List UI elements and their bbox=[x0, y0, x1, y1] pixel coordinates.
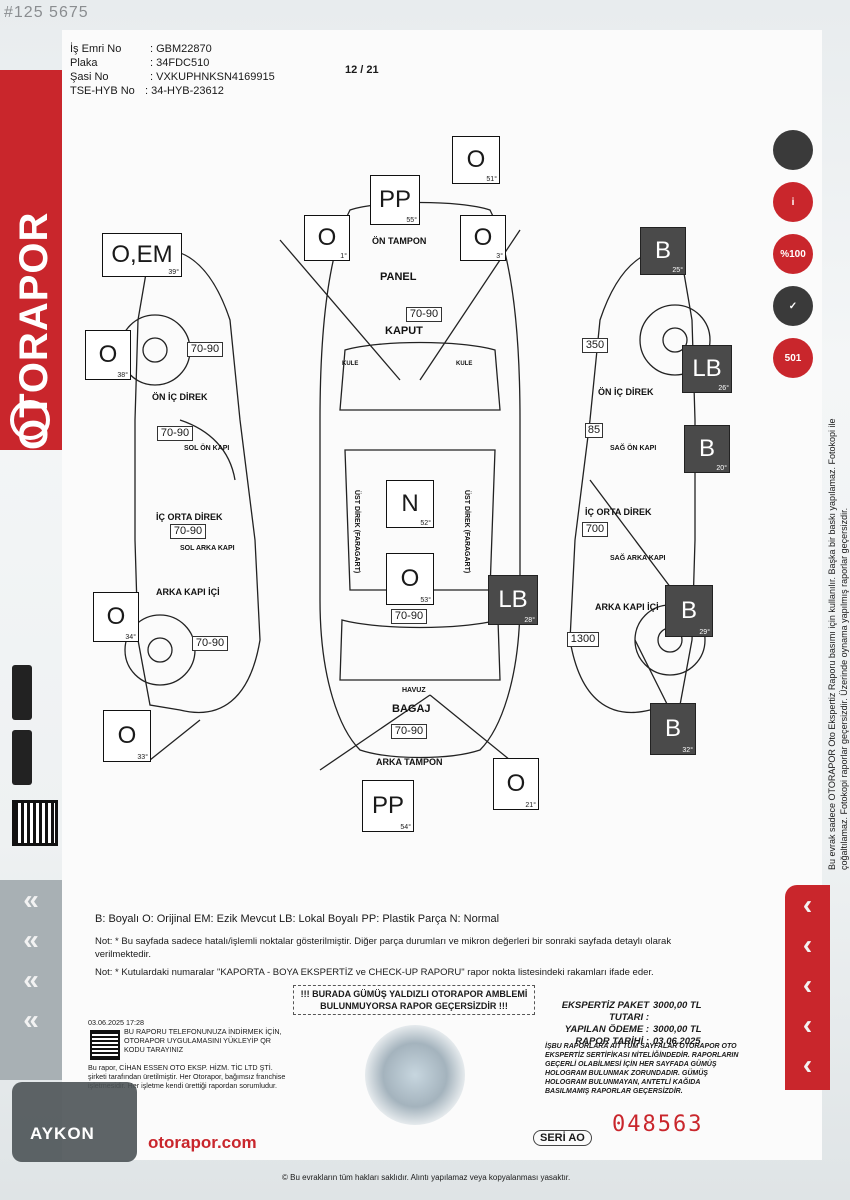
label-arka-tampon: ARKA TAMPON bbox=[376, 757, 443, 767]
value-right-rear: 1300 bbox=[567, 632, 599, 647]
seri-badge: SERİ AO bbox=[533, 1130, 592, 1146]
app-store-badges bbox=[12, 665, 32, 795]
chevron-icon: ‹ bbox=[785, 1045, 830, 1085]
app-store-icon[interactable] bbox=[12, 665, 32, 720]
header-row: TSE-HYB No: 34-HYB-23612 bbox=[70, 84, 275, 98]
value-bagaj: 70-90 bbox=[391, 724, 427, 739]
payment-row: YAPILAN ÖDEME :3000,00 TL bbox=[545, 1024, 702, 1036]
chevron-icon: « bbox=[0, 920, 62, 960]
chevron-icon: « bbox=[0, 960, 62, 1000]
chevron-icon: ‹ bbox=[785, 925, 830, 965]
label-sol-arka-kapi: SOL ARKA KAPI bbox=[180, 545, 235, 552]
value-kaput: 70-90 bbox=[406, 307, 442, 322]
payment-row: EKSPERTİZ PAKET TUTARI :3000,00 TL bbox=[545, 1000, 702, 1024]
header-row: İş Emri No: GBM22870 bbox=[70, 42, 275, 56]
label-arka-kapi-ici-left: ARKA KAPI İÇİ bbox=[156, 587, 220, 597]
page-number: 12 / 21 bbox=[345, 64, 379, 76]
left-gray-band: « « « « bbox=[0, 880, 62, 1080]
value-left-front-door: 70-90 bbox=[157, 426, 193, 441]
chevron-icon: ‹ bbox=[785, 965, 830, 1005]
google-play-icon[interactable] bbox=[12, 730, 32, 785]
label-ust-direk-right: ÜST DİREK (FARAGART) bbox=[463, 490, 472, 573]
label-havuz: HAVUZ bbox=[402, 687, 426, 694]
aykon-watermark: AYKON bbox=[30, 1124, 95, 1144]
label-ic-orta-direk-right: İÇ ORTA DİREK bbox=[585, 507, 652, 517]
listing-watermark: #125 5675 bbox=[4, 4, 89, 22]
label-kaput: KAPUT bbox=[385, 325, 423, 337]
value-left-rear: 70-90 bbox=[192, 636, 228, 651]
serial-number: 048563 bbox=[612, 1112, 703, 1137]
hologram-seal-icon bbox=[365, 1025, 465, 1125]
label-bagaj: BAGAJ bbox=[392, 703, 431, 715]
label-ust-direk-left: ÜST DİREK (FARAGART) bbox=[353, 490, 362, 573]
app-qr-icon[interactable] bbox=[12, 800, 58, 846]
header-row: Şasi No: VXKUPHNKSN4169915 bbox=[70, 70, 275, 84]
label-ic-orta-direk-left: İÇ ORTA DİREK bbox=[156, 512, 223, 522]
label-kule-left: KULE bbox=[342, 361, 358, 367]
note-kutulardaki-numaralar: Not: * Kutulardaki numaralar "KAPORTA - … bbox=[95, 967, 715, 978]
validity-note: İŞBU RAPORLARA AİT TÜM SAYFALAR OTORAPOR… bbox=[545, 1042, 745, 1096]
right-red-band: ‹ ‹ ‹ ‹ ‹ bbox=[785, 885, 830, 1090]
label-on-tampon: ÖN TAMPON bbox=[372, 236, 426, 246]
brand-band: OTORAPOR bbox=[0, 70, 62, 450]
label-kule-right: KULE bbox=[456, 361, 472, 367]
label-panel: PANEL bbox=[380, 271, 417, 283]
value-right-front: 350 bbox=[582, 338, 608, 353]
chevron-icon: ‹ bbox=[785, 1005, 830, 1045]
side-legal-note: Bu evrak sadece OTORAPOR Oto Ekspertiz R… bbox=[826, 410, 850, 870]
legend: B: Boyalı O: Orijinal EM: Ezik Mevcut LB… bbox=[95, 913, 499, 925]
hologram-warning: !!! BURADA GÜMÜŞ YALDIZLI OTORAPOR AMBLE… bbox=[293, 985, 535, 1015]
label-on-ic-direk-left: ÖN İÇ DİREK bbox=[152, 392, 208, 402]
brand-name: OTORAPOR bbox=[12, 212, 57, 450]
label-sag-on-kapi: SAĞ ÖN KAPI bbox=[610, 443, 656, 452]
value-right-rear-door: 700 bbox=[582, 522, 608, 537]
label-sag-arka-kapi: SAĞ ARKA KAPI bbox=[610, 553, 666, 562]
report-qr-icon[interactable] bbox=[90, 1030, 120, 1060]
chevron-icon: « bbox=[0, 880, 62, 920]
payment-info: EKSPERTİZ PAKET TUTARI :3000,00 TL YAPIL… bbox=[545, 1000, 702, 1048]
label-on-ic-direk-right: ÖN İÇ DİREK bbox=[598, 387, 654, 397]
vehicle-damage-diagram: ÖN TAMPON PANEL KAPUT KULE KULE ÖN İÇ Dİ… bbox=[80, 120, 780, 840]
value-trunk: 70-90 bbox=[391, 609, 427, 624]
label-arka-kapi-ici-right: ARKA KAPI İÇİ bbox=[595, 602, 659, 612]
chevron-icon: « bbox=[0, 1000, 62, 1040]
aykon-watermark-bg bbox=[12, 1082, 137, 1162]
report-header: İş Emri No: GBM22870 Plaka: 34FDC510 Şas… bbox=[70, 42, 275, 98]
footer-copyright: © Bu evrakların tüm hakları saklıdır. Al… bbox=[282, 1173, 570, 1182]
note-hatali-noktalar: Not: * Bu sayfada sadece hatalı/işlemli … bbox=[95, 935, 715, 961]
header-row: Plaka: 34FDC510 bbox=[70, 56, 275, 70]
website-link[interactable]: otorapor.com bbox=[148, 1133, 257, 1153]
label-sol-on-kapi: SOL ÖN KAPI bbox=[184, 443, 229, 452]
value-left-rear-door: 70-90 bbox=[170, 524, 206, 539]
chevron-icon: ‹ bbox=[785, 885, 830, 925]
value-left-front: 70-90 bbox=[187, 342, 223, 357]
value-right-front-door: 85 bbox=[585, 423, 603, 438]
